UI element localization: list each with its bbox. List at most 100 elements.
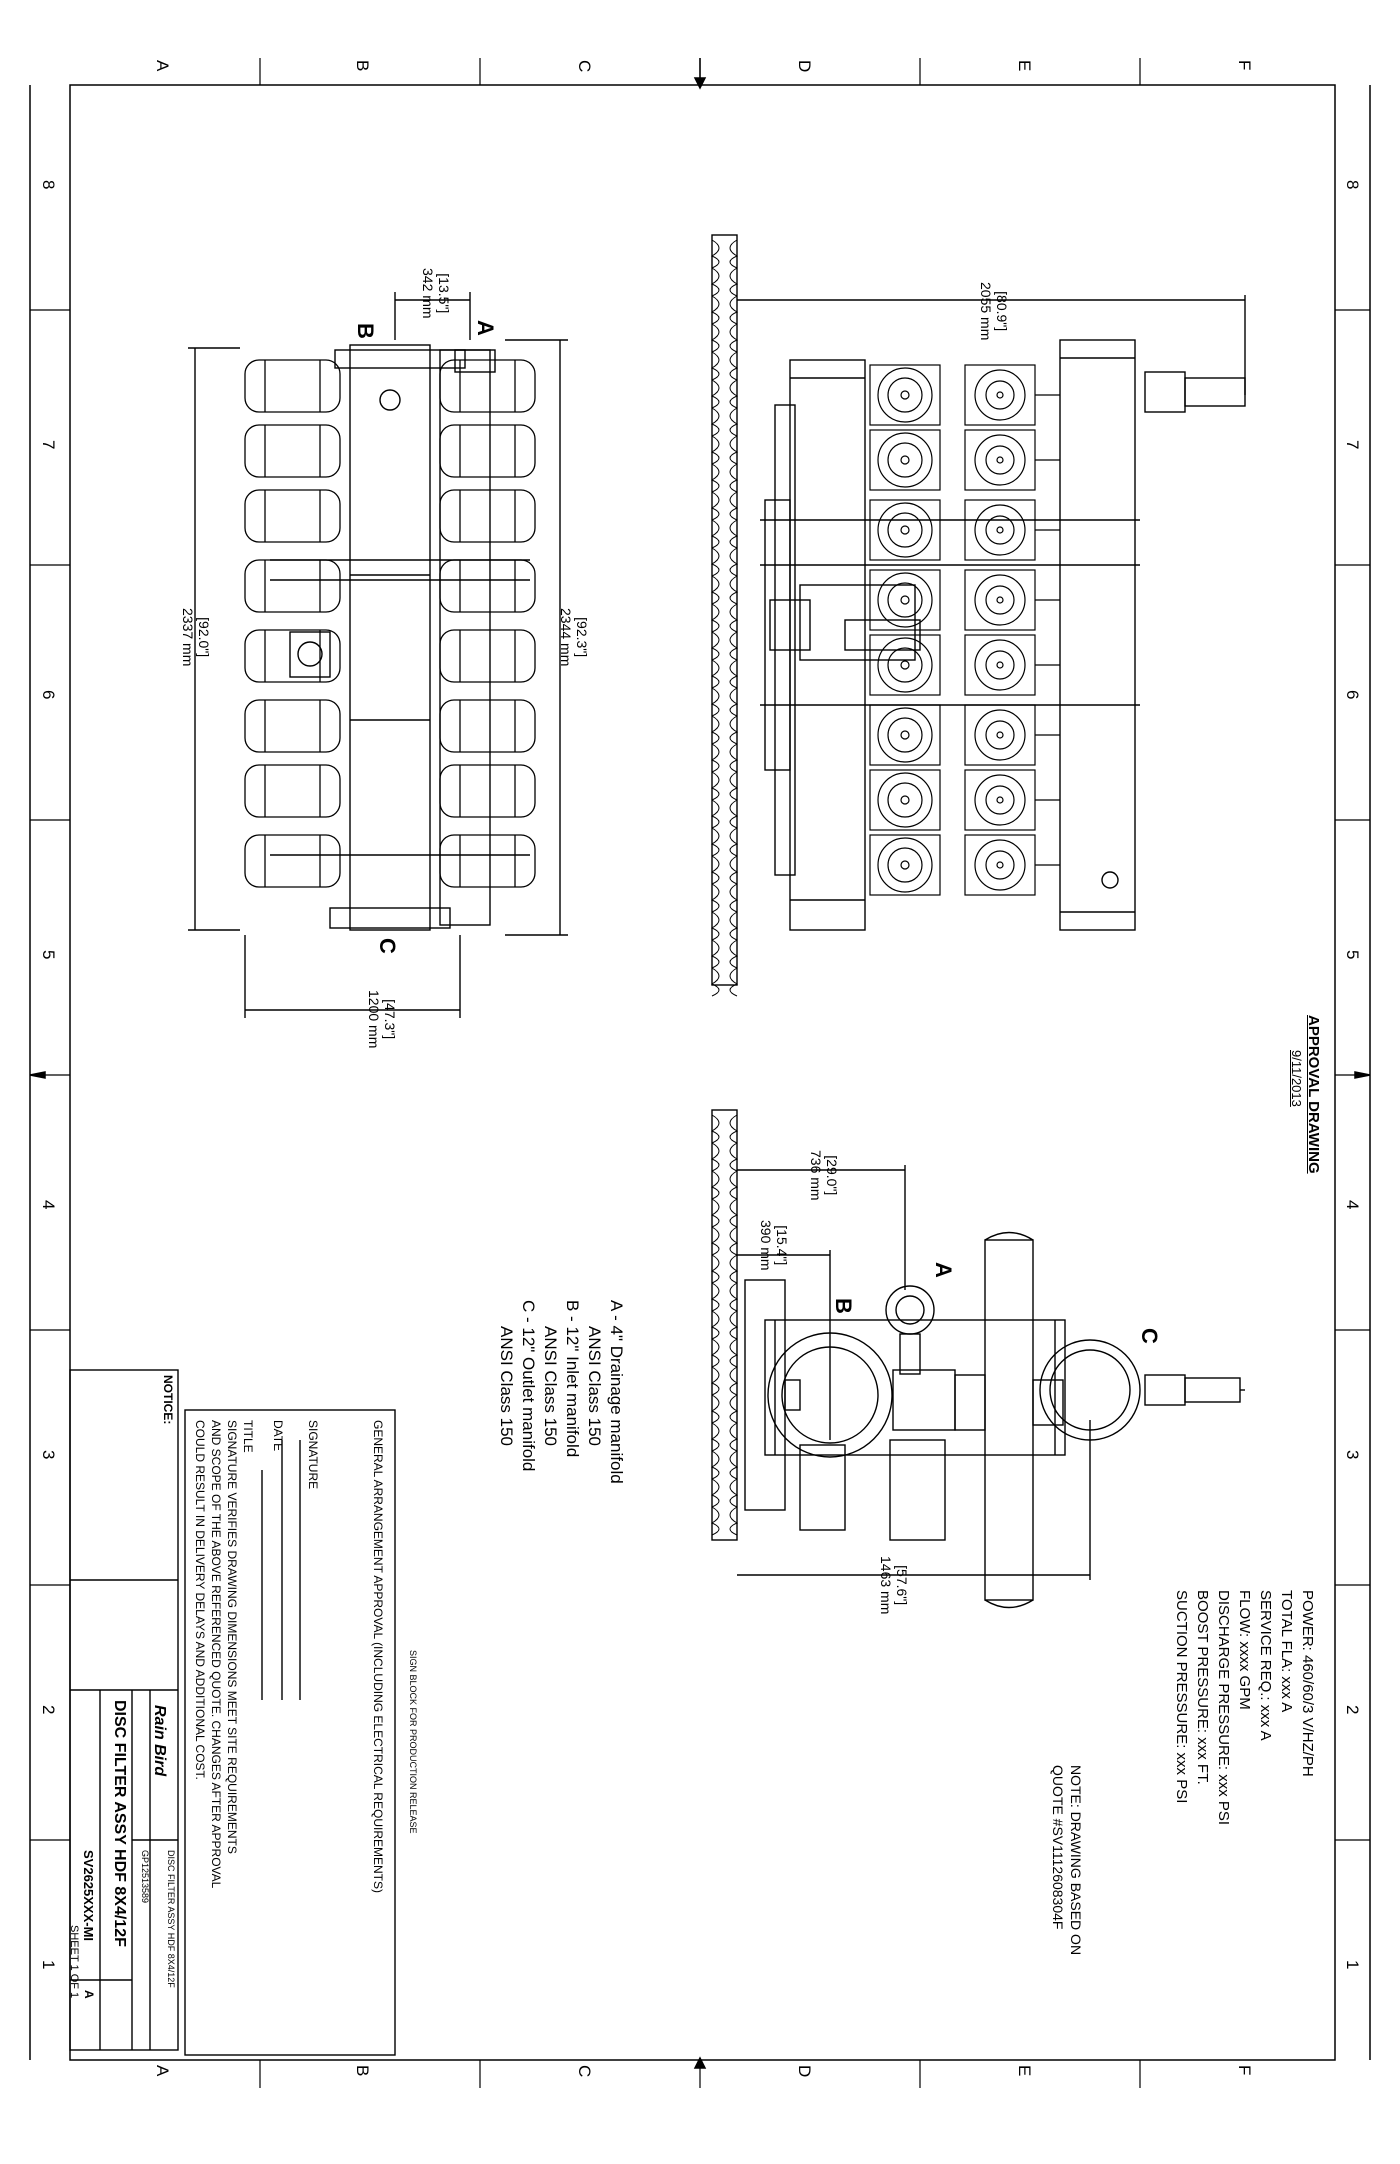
top-view-label-b: B (353, 323, 378, 339)
spec-boost-pressure: BOOST PRESSURE: xxx FT. (1194, 1590, 1211, 1785)
filter-cartridge-right (439, 489, 536, 543)
border-row-2: 2 (39, 1705, 58, 1715)
spec-flow: FLOW: xxxx GPM (1236, 1590, 1253, 1710)
end-view-label-b: B (831, 1298, 856, 1314)
border-col-c: C (575, 60, 594, 73)
sign-block-statement: SIGNATURE VERIFIES DRAWING DIMENSIONS ME… (192, 1420, 240, 1888)
title-block (69, 1369, 179, 2051)
border-row-4: 4 (39, 1200, 58, 1210)
top-view-dim-length1: [92.0"] 2337 mm (180, 608, 212, 666)
top-view-dim-width: [13.5"] 342 mm (420, 268, 452, 319)
dim-depth-in: [47.3"] (382, 999, 398, 1040)
legend-c: C - 12" Outlet manifold (519, 1300, 538, 1472)
filter-cartridge-right (439, 834, 536, 888)
spec-suction-pressure: SUCTION PRESSURE: xxx PSI (1173, 1590, 1190, 1804)
title-block-part-title: DISC FILTER ASSY HDF 8X4/12F (166, 1850, 176, 1988)
end-dim2-in: [15.4"] (774, 1225, 790, 1266)
end-view-label-a: A (931, 1262, 956, 1278)
approval-title: APPROVAL DRAWING (1305, 1015, 1322, 1174)
border-row-7-right: 7 (1343, 440, 1362, 450)
end-view-dim1: [29.0"] 736 mm (808, 1150, 840, 1201)
filter-cartridge-left (244, 559, 341, 613)
border-row-6: 6 (39, 690, 58, 700)
dim-len1-mm: 2337 mm (180, 608, 196, 667)
border-col-e: E (1015, 60, 1034, 72)
title-block-drawing-number: SV2625XXX-MI (81, 1850, 96, 1942)
filter-cartridge-right (439, 559, 536, 613)
title-block-notice: NOTICE: (161, 1375, 175, 1425)
border-row-7: 7 (39, 440, 58, 450)
valve-pair (869, 634, 1060, 696)
sign-block-header: SIGN BLOCK FOR PRODUCTION RELEASE (408, 1650, 418, 1834)
dim-width-in: [13.5"] (436, 273, 452, 314)
skid-hatch-end (710, 1114, 739, 1536)
dim-len2-in: [92.3"] (574, 617, 590, 658)
valve-pair (869, 834, 1060, 896)
border-row-6-right: 6 (1343, 690, 1362, 700)
legend-b: B - 12" Inlet manifold (563, 1300, 582, 1458)
spec-power: POWER: 460/60/3 V/HZ/PH (1299, 1590, 1316, 1777)
top-view-drawing (188, 292, 568, 1018)
sign-statement-1: SIGNATURE VERIFIES DRAWING DIMENSIONS ME… (225, 1420, 239, 1854)
dim-height-mm: 2055 mm (978, 282, 994, 341)
valve-pair (869, 769, 1060, 831)
sign-block-signature: SIGNATURE (306, 1420, 320, 1490)
side-view-drawing (711, 234, 1246, 986)
legend-c-class: ANSI Class 150 (497, 1326, 516, 1446)
quote-note-line2: QUOTE #SV1112608304F (1050, 1765, 1066, 1930)
sign-block-title: TITLE (241, 1420, 255, 1453)
filter-cartridge-left (244, 629, 341, 683)
top-view-dim-length2: [92.3"] 2344 mm (558, 608, 590, 666)
border-row-2-right: 2 (1343, 1705, 1362, 1715)
filter-cartridge-right (439, 629, 536, 683)
approval-date: 9/11/2013 (1289, 1050, 1304, 1107)
sign-statement-3: COULD RESULT IN DELIVERY DELAYS AND ADDI… (193, 1420, 207, 1780)
valve-pair (869, 364, 1060, 426)
dim-len1-in: [92.0"] (196, 617, 212, 658)
title-block-rev: A (82, 1990, 96, 1999)
quote-note: NOTE: DRAWING BASED ON QUOTE #SV11126083… (1049, 1765, 1085, 1955)
border-col-a-bottom: A (153, 2065, 172, 2077)
valve-pair (869, 569, 1060, 631)
spec-total-fla: TOTAL FLA: xxx A (1278, 1590, 1295, 1713)
border-row-1: 1 (39, 1960, 58, 1970)
sign-statement-2: AND SCOPE OF THE ABOVE REFERENCED QUOTE.… (209, 1420, 223, 1889)
filter-cartridge-left (244, 424, 341, 478)
border-row-1-right: 1 (1343, 1960, 1362, 1970)
dim-height-in: [80.9"] (994, 291, 1010, 332)
filter-cartridge-left (244, 359, 341, 413)
specs-list: POWER: 460/60/3 V/HZ/PH TOTAL FLA: xxx A… (1171, 1590, 1318, 1825)
border-row-5: 5 (39, 950, 58, 960)
dim-depth-mm: 1200 mm (366, 990, 382, 1049)
title-block-drawing-title: DISC FILTER ASSY HDF 8X4/12F (111, 1700, 128, 1947)
border-row-3-right: 3 (1343, 1450, 1362, 1460)
quote-note-line1: NOTE: DRAWING BASED ON (1068, 1765, 1084, 1956)
valve-pair (869, 429, 1060, 491)
end-dim2-mm: 390 mm (758, 1220, 774, 1271)
top-view-label-c: C (375, 938, 400, 954)
end-dim3-mm: 1463 mm (878, 1556, 894, 1615)
filter-cartridge-left (244, 834, 341, 888)
border-col-b: B (353, 60, 372, 72)
border-row-8-right: 8 (1343, 180, 1362, 190)
border-row-4-right: 4 (1343, 1200, 1362, 1210)
side-view-dim-height: [80.9"] 2055 mm (978, 282, 1010, 340)
border-row-3: 3 (39, 1450, 58, 1460)
spec-discharge-pressure: DISCHARGE PRESSURE: xxx PSI (1215, 1590, 1232, 1826)
filter-cartridge-right (439, 764, 536, 818)
end-dim1-in: [29.0"] (824, 1155, 840, 1196)
end-view-drawing (711, 1109, 1245, 1609)
end-view-label-c: C (1137, 1328, 1162, 1344)
valve-pair (869, 499, 1060, 561)
title-block-sheet: SHEET 1 OF 1 (68, 1925, 80, 1999)
valve-pair (869, 704, 1060, 766)
legend-b-class: ANSI Class 150 (541, 1326, 560, 1446)
top-view-label-a: A (473, 320, 498, 336)
border-col-a: A (153, 60, 172, 72)
border-row-8: 8 (39, 180, 58, 190)
legend-a-class: ANSI Class 150 (585, 1326, 604, 1446)
border-row-5-right: 5 (1343, 950, 1362, 960)
border-col-d-bottom: D (795, 2065, 814, 2078)
end-dim1-mm: 736 mm (808, 1150, 824, 1201)
border-col-f: F (1235, 60, 1254, 71)
